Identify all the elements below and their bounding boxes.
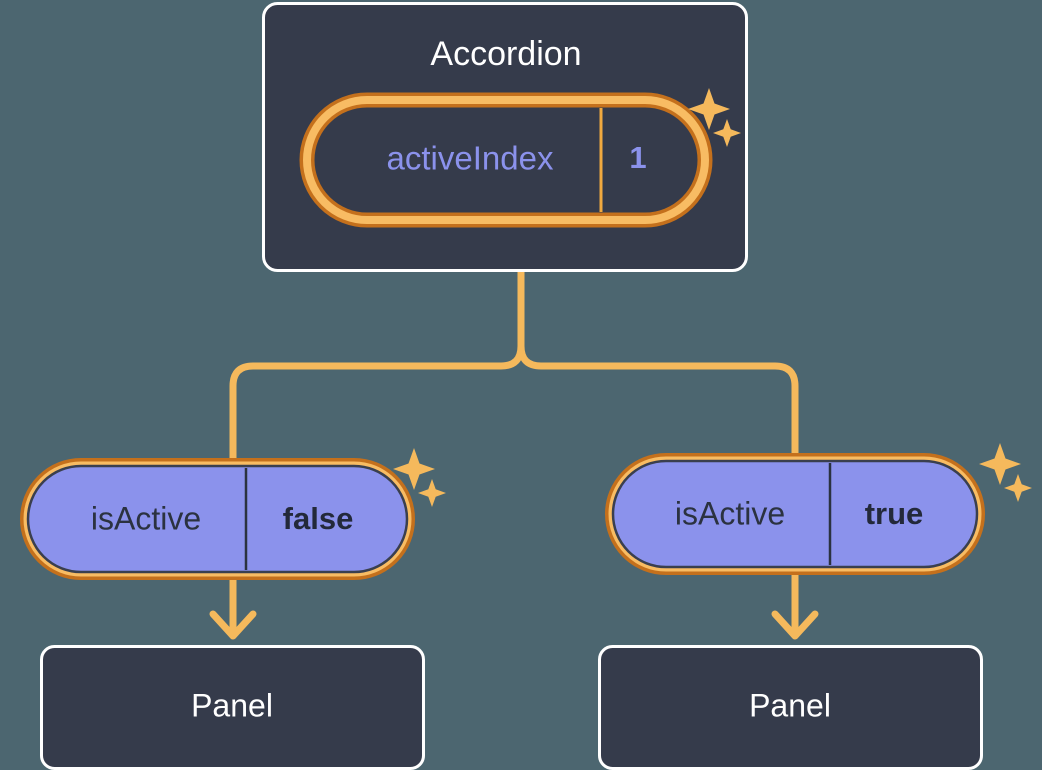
prop-pill-body[interactable] <box>611 459 979 569</box>
node-accordion-card[interactable] <box>262 2 748 272</box>
connector-left-pill-to-panel <box>209 574 257 640</box>
sparkle-small-icon <box>713 119 741 147</box>
prop-pill-isactive-true[interactable]: isActive true <box>605 443 1032 575</box>
node-panel-left-card[interactable] <box>40 645 425 770</box>
node-accordion-title: Accordion <box>430 35 581 73</box>
connector-trunk-right <box>517 342 799 457</box>
prop-pill-key: isActive <box>675 495 785 531</box>
arrow-head-icon <box>771 610 819 640</box>
sparkle-large-icon <box>979 443 1021 485</box>
node-panel-right-title: Panel <box>749 687 831 723</box>
sparkle-large-icon <box>393 448 435 490</box>
node-accordion[interactable]: Accordion activeIndex 1 <box>262 2 748 272</box>
prop-pill-key: isActive <box>91 500 201 536</box>
arrow-head-icon <box>209 610 257 640</box>
prop-pill-value: true <box>865 496 924 531</box>
node-panel-right-card[interactable] <box>598 645 983 770</box>
prop-pill-value: 1 <box>629 140 646 175</box>
sparkle-large-icon <box>688 88 730 130</box>
node-panel-right[interactable]: Panel <box>598 645 983 770</box>
prop-pill-key: activeIndex <box>387 140 554 177</box>
prop-pill-body[interactable] <box>26 464 409 574</box>
connector-group <box>229 268 799 462</box>
sparkles-icon <box>688 88 741 147</box>
prop-pill-isactive-false[interactable]: isActive false <box>20 448 446 580</box>
prop-pill-inner-ring <box>303 96 709 224</box>
prop-pill-value: false <box>283 501 354 536</box>
sparkles-icon <box>979 443 1032 502</box>
connector-right-pill-to-panel <box>771 569 819 640</box>
prop-pill-activeindex[interactable]: activeIndex 1 <box>299 92 713 228</box>
node-panel-left-title: Panel <box>191 687 273 723</box>
sparkle-small-icon <box>1004 474 1032 502</box>
sparkle-small-icon <box>418 479 446 507</box>
sparkles-icon <box>393 448 446 507</box>
node-panel-left[interactable]: Panel <box>40 645 425 770</box>
